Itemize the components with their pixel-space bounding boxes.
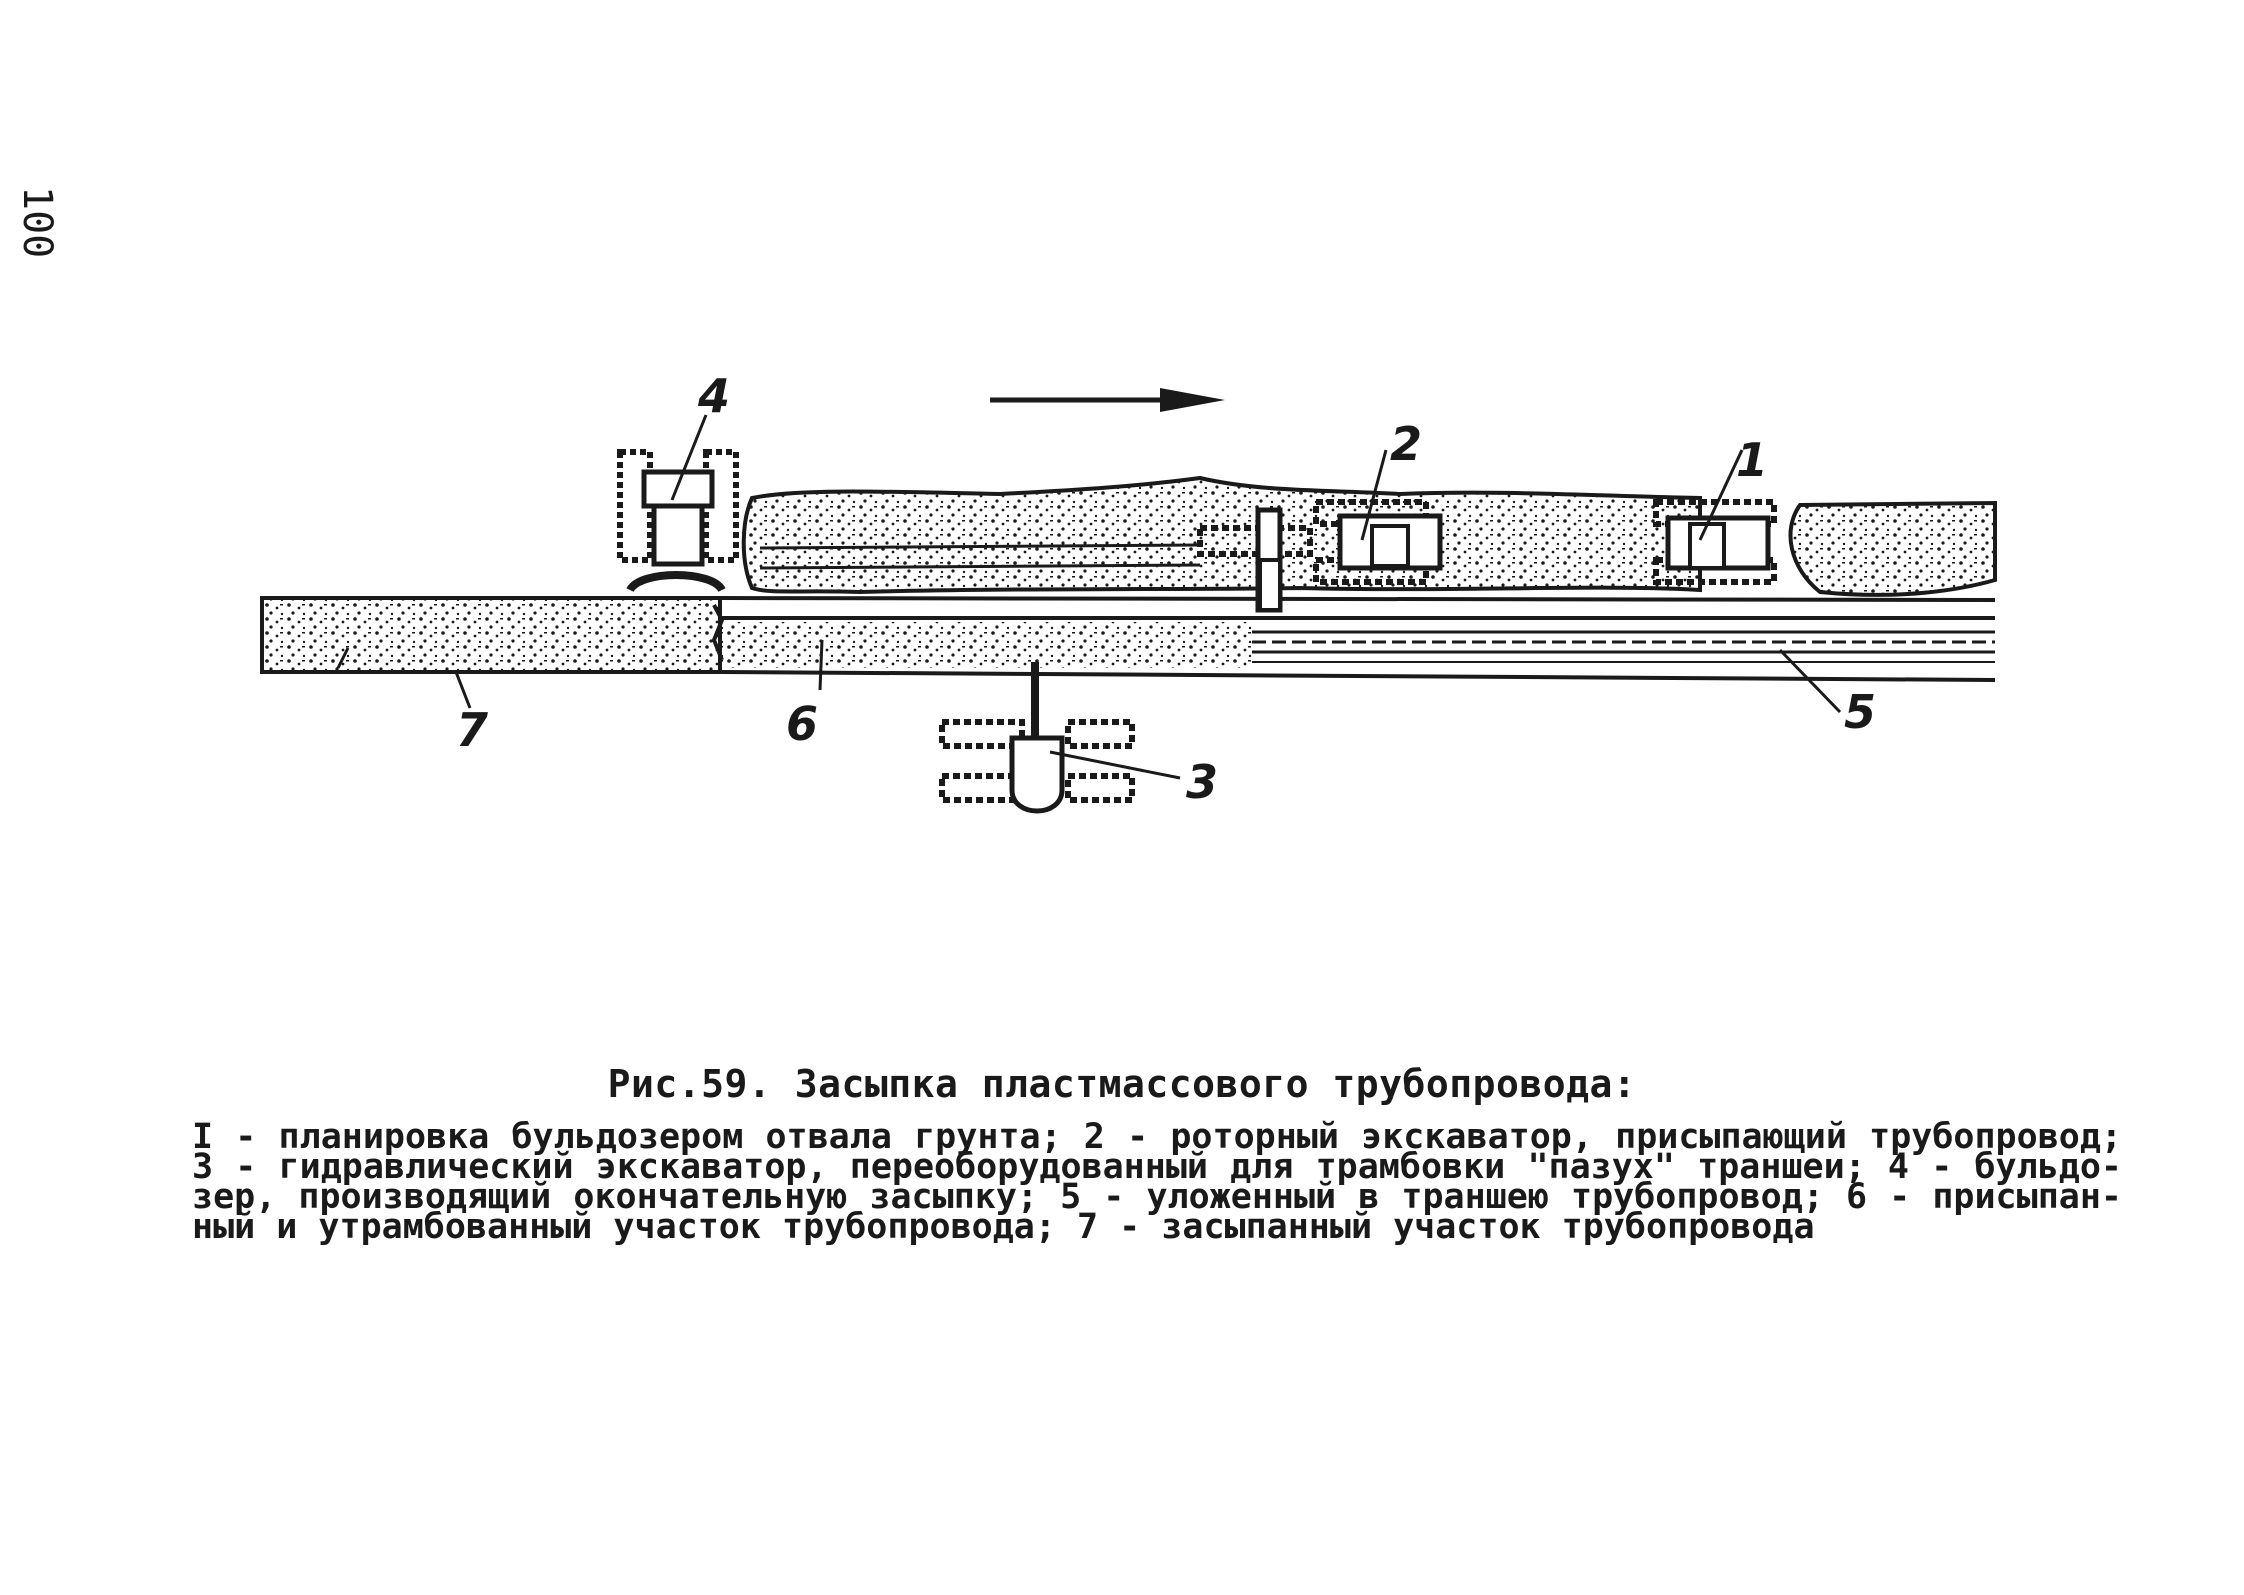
legend-line: I - планировка бульдозером отвала грунта… [192, 1117, 2122, 1157]
backfilled-section [260, 596, 722, 674]
legend-line: 3 - гидравлический экскаватор, переобору… [192, 1147, 2122, 1187]
legend-line: зер, производящий окончательную засыпку;… [192, 1177, 2122, 1217]
callout-5: 5 [1844, 685, 1876, 739]
ground-line [719, 596, 1996, 602]
figure-legend: I - планировка бульдозером отвала грунта… [192, 1117, 2122, 1247]
callout-6: 6 [786, 697, 818, 751]
callout-1: 1 [1736, 433, 1768, 487]
figure-caption-title: Рис.59. Засыпка пластмассового трубопров… [607, 1062, 1637, 1106]
bulldozer-unit-icon [1653, 499, 1777, 585]
callout-4: 4 [697, 369, 730, 423]
direction-arrow-icon [990, 388, 1225, 412]
trench-backfill-diagram: 4 2 1 3 5 6 7 [260, 369, 1997, 814]
leader-lines [336, 414, 1842, 780]
callout-7: 7 [456, 703, 488, 757]
legend-line: ный и утрамбованный участок трубопровода… [192, 1207, 1815, 1247]
rotary-excavator-icon [1197, 499, 1443, 613]
callout-3: 3 [1186, 755, 1218, 809]
spoil-bank [741, 475, 1997, 597]
bulldozer-icon [617, 449, 739, 593]
callout-2: 2 [1390, 417, 1422, 471]
trench [711, 604, 1996, 682]
hydraulic-excavator-icon [939, 662, 1135, 814]
